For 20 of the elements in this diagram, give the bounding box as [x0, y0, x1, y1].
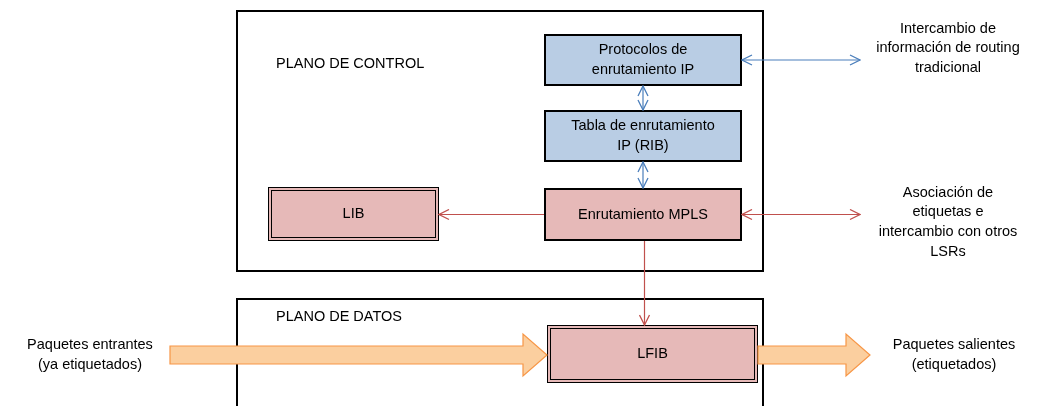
text-label: Paquetes entrantes (ya etiquetados) — [10, 330, 170, 380]
table-box: LFIB — [547, 325, 758, 383]
arrow — [638, 240, 651, 326]
text-label: Intercambio de información de routing tradicional — [860, 10, 1036, 86]
process-box: Tabla de enrutamiento IP (RIB) — [544, 110, 742, 162]
arrow — [637, 161, 649, 189]
plane-frame — [236, 10, 764, 272]
arrow — [438, 208, 545, 221]
plane-heading: PLANO DE CONTROL — [276, 54, 425, 73]
process-box: Protocolos de enrutamiento IP — [544, 34, 742, 86]
table-box: LIB — [268, 187, 439, 241]
text-label: Paquetes salientes (etiquetados) — [870, 330, 1038, 380]
block-arrow — [757, 332, 871, 378]
process-box: Enrutamiento MPLS — [544, 188, 742, 241]
arrow — [741, 208, 861, 221]
text-label: Asociación de etiquetas e intercambio con otros LSRs — [860, 178, 1036, 266]
arrow — [741, 54, 861, 66]
arrow — [637, 85, 649, 111]
plane-heading: PLANO DE DATOS — [276, 307, 402, 326]
block-arrow — [169, 332, 548, 378]
